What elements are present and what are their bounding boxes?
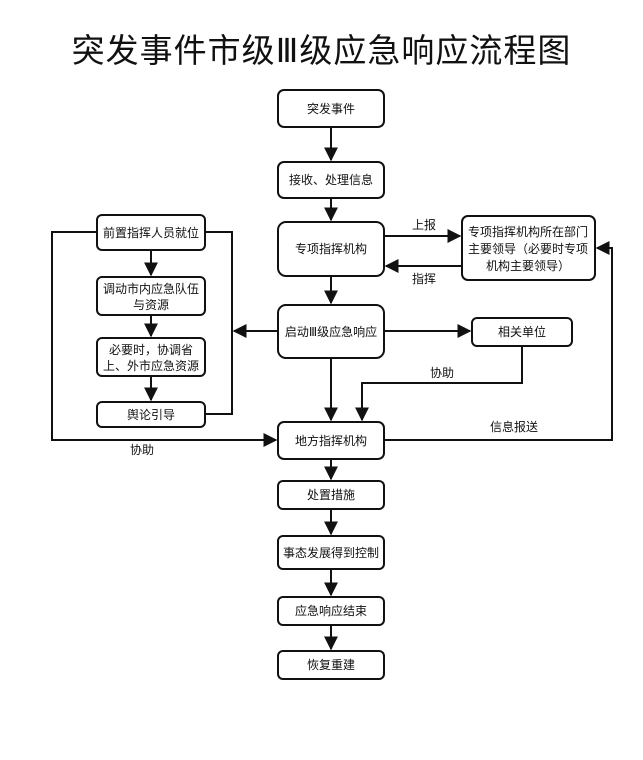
svg-text:恢复重建: 恢复重建 — [307, 658, 355, 672]
node-special-command: 专项指挥机构 — [277, 221, 385, 277]
node-mobilize-teams: 调动市内应急队伍 与资源 — [96, 276, 206, 316]
node-sudden-event: 突发事件 — [277, 89, 385, 128]
node-under-control: 事态发展得到控制 — [277, 535, 385, 570]
label-assist-right: 协助 — [430, 365, 454, 380]
node-dept-leader: 专项指挥机构所在部门 主要领导（必要时专项 机构主要领导） — [461, 215, 596, 281]
svg-text:专项指挥机构所在部门: 专项指挥机构所在部门 — [468, 224, 588, 239]
svg-text:处置措施: 处置措施 — [307, 488, 355, 502]
svg-text:必要时，协调省: 必要时，协调省 — [109, 342, 193, 357]
arrow-related-assist — [355, 346, 523, 422]
node-related-units: 相关单位 — [471, 317, 573, 347]
label-assist-left: 协助 — [130, 442, 154, 457]
svg-text:前置指挥人员就位: 前置指挥人员就位 — [103, 225, 199, 240]
node-personnel-in-place: 前置指挥人员就位 — [96, 214, 206, 251]
svg-text:事态发展得到控制: 事态发展得到控制 — [283, 545, 379, 560]
node-local-command: 地方指挥机构 — [277, 421, 385, 460]
label-command: 指挥 — [412, 271, 436, 286]
node-start-response: 启动Ⅲ级应急响应 — [277, 304, 385, 359]
svg-text:与资源: 与资源 — [133, 298, 169, 312]
svg-text:突发事件: 突发事件 — [307, 101, 355, 116]
node-coordinate-resources: 必要时，协调省 上、外市应急资源 — [96, 337, 206, 377]
svg-text:主要领导（必要时专项: 主要领导（必要时专项 — [468, 241, 588, 256]
node-public-opinion: 舆论引导 — [96, 401, 206, 428]
left-group-bracket — [205, 231, 233, 415]
svg-text:舆论引导: 舆论引导 — [127, 407, 175, 422]
label-report-up: 上报 — [412, 217, 436, 232]
svg-text:相关单位: 相关单位 — [498, 324, 546, 339]
svg-text:调动市内应急队伍: 调动市内应急队伍 — [103, 281, 199, 296]
arrow-left-assist — [51, 231, 278, 447]
label-info-report: 信息报送 — [490, 419, 538, 434]
svg-text:上、外市应急资源: 上、外市应急资源 — [103, 358, 199, 373]
svg-text:接收、处理信息: 接收、处理信息 — [289, 172, 373, 187]
arrow-info-report — [384, 241, 613, 441]
svg-text:启动Ⅲ级应急响应: 启动Ⅲ级应急响应 — [285, 324, 377, 339]
node-recovery: 恢复重建 — [277, 650, 385, 680]
svg-text:机构主要领导）: 机构主要领导） — [486, 258, 570, 273]
node-disposal: 处置措施 — [277, 480, 385, 510]
node-response-end: 应急响应结束 — [277, 596, 385, 626]
svg-text:地方指挥机构: 地方指挥机构 — [295, 433, 367, 448]
node-receive-info: 接收、处理信息 — [277, 161, 385, 199]
page-title: 突发事件市级Ⅲ级应急响应流程图 — [71, 31, 572, 70]
svg-text:应急响应结束: 应急响应结束 — [295, 603, 367, 618]
svg-text:专项指挥机构: 专项指挥机构 — [295, 241, 367, 256]
